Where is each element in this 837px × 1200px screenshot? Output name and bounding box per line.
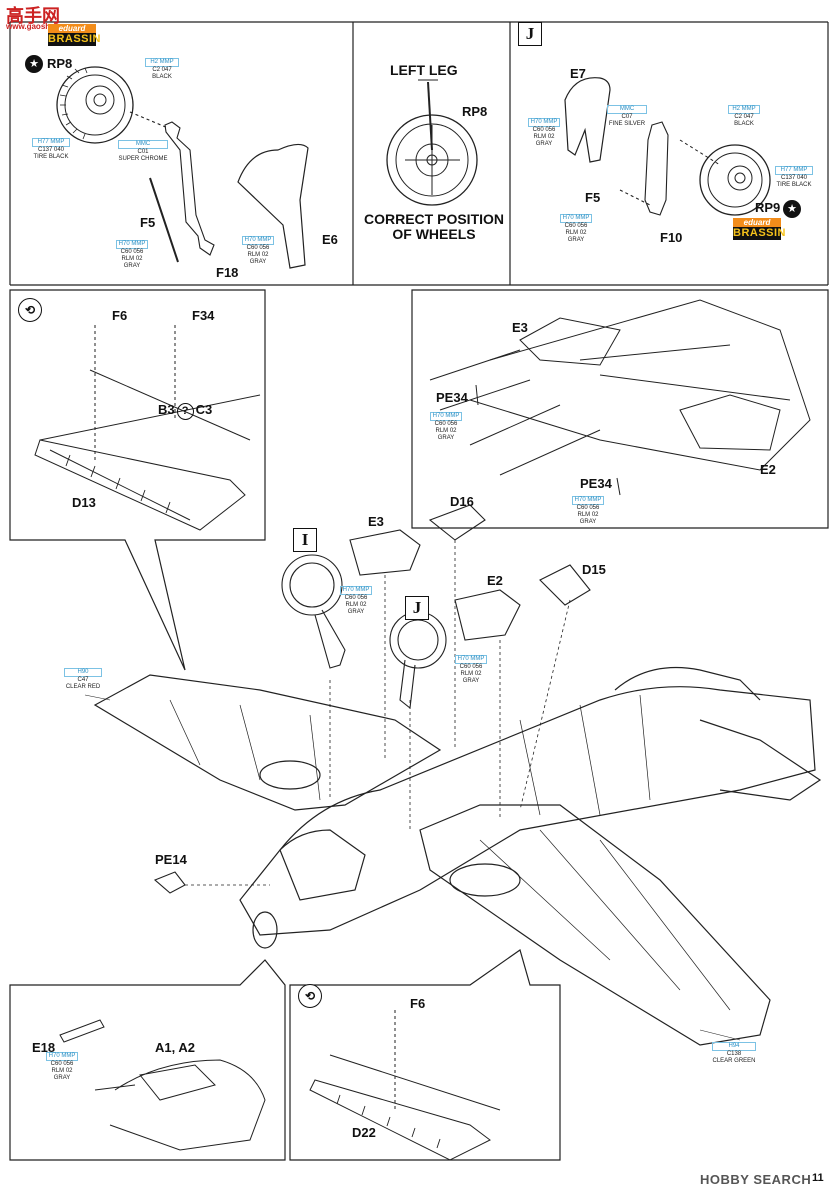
aircraft-main-drawing: [93, 666, 822, 1046]
leg-f5-f18-drawing: [129, 111, 215, 263]
part-f5-j: F5: [585, 190, 601, 205]
watermark-url: www.gaoshou.com: [6, 22, 79, 31]
wheel-position-drawing: [386, 79, 478, 206]
step-j-box-main: J: [405, 596, 429, 620]
part-rp8: RP8: [47, 56, 73, 71]
cowl-detail-frame: [9, 959, 286, 1161]
part-e6: E6: [322, 232, 338, 247]
part-pe34-bottom: PE34: [580, 476, 612, 491]
part-e3-rad: E3: [512, 320, 528, 335]
wheel-rp9-drawing: [679, 139, 771, 216]
part-rp9: RP9: [755, 200, 781, 215]
watermark-logo: 高手网: [6, 6, 60, 26]
hobbysearch-watermark: HOBBY SEARCH: [700, 1172, 812, 1187]
flap-detail-2-frame: [289, 949, 561, 1161]
leg-f10-drawing: [619, 121, 669, 216]
part-pe14: PE14: [155, 852, 187, 867]
part-f34: F34: [192, 308, 215, 323]
step-j-box: J: [518, 22, 542, 46]
part-f5: F5: [140, 215, 156, 230]
part-e2-main: E2: [487, 573, 503, 588]
part-b3-c3: B3?C3: [158, 402, 212, 420]
part-rp8-b: RP8: [462, 104, 488, 119]
flap-detail-2-drawing: [309, 1010, 501, 1161]
door-e7-drawing: [564, 77, 611, 163]
rotate-view-icon-2: ⟲: [298, 984, 322, 1008]
part-a1-a2: A1, A2: [155, 1040, 195, 1055]
part-e2-rad: E2: [760, 462, 776, 477]
star-icon-2: ★: [783, 200, 801, 218]
part-pe34-top: PE34: [436, 390, 468, 405]
part-d13: D13: [72, 495, 96, 510]
main-small-parts: [153, 504, 591, 894]
part-e18: E18: [32, 1040, 56, 1055]
correct-position-note: CORRECT POSITION OF WHEELS: [364, 211, 505, 242]
page-number: 11: [812, 1172, 824, 1184]
radiator-detail-drawing: [429, 299, 811, 496]
part-f6: F6: [112, 308, 128, 323]
part-e7: E7: [570, 66, 586, 81]
part-f18: F18: [216, 265, 239, 280]
main-insertion-lines: [185, 540, 571, 886]
flap-detail-drawing: [34, 325, 261, 531]
paint-leaders: [84, 694, 741, 1041]
part-f6-b: F6: [410, 996, 426, 1011]
part-d16: D16: [450, 494, 474, 509]
step-i-box: I: [293, 528, 317, 552]
star-icon: ★: [25, 55, 43, 73]
part-e3-main: E3: [368, 514, 384, 529]
rotate-view-icon: ⟲: [18, 298, 42, 322]
door-e6-drawing: [237, 143, 309, 269]
part-d22: D22: [352, 1125, 376, 1140]
flap-detail-frame: [9, 289, 266, 671]
question-icon: ?: [176, 403, 194, 420]
top-panel-frames: [9, 21, 829, 286]
part-f10: F10: [660, 230, 683, 245]
left-leg-label: LEFT LEG: [390, 62, 458, 78]
part-d15: D15: [582, 562, 606, 577]
wheel-rp8-drawing: [56, 66, 134, 144]
cowl-detail-drawing: [59, 1019, 266, 1151]
radiator-detail-frame: [411, 289, 829, 529]
